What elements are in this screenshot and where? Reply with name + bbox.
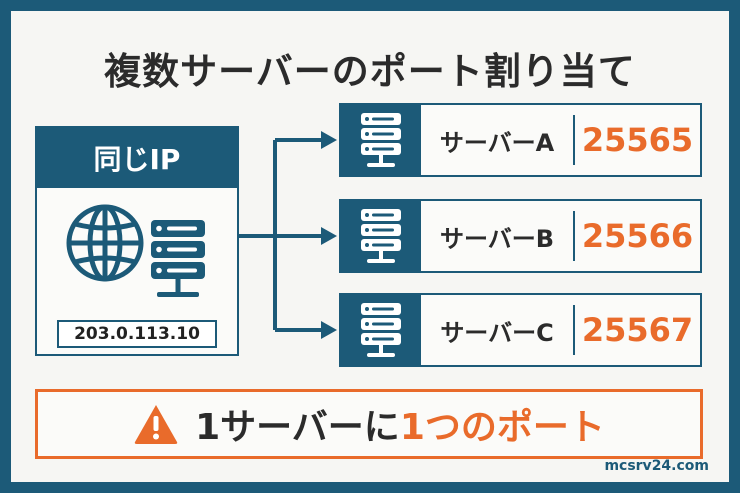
server-name: サーバーA [439, 128, 555, 157]
connector-arrows [239, 131, 337, 339]
server-row-a: サーバーA 25565 [339, 103, 702, 177]
globe-icon [66, 204, 144, 282]
source-icons [37, 190, 237, 310]
banner-text-accent: 1つのポート [399, 407, 605, 448]
page-title: 複数サーバーのポート割り当て [104, 50, 636, 93]
source-label: 同じIP [37, 128, 237, 188]
port-number: 25566 [581, 217, 694, 255]
arrow-head-a [321, 131, 337, 149]
port-number: 25565 [581, 121, 694, 159]
server-icon [151, 220, 205, 297]
server-name: サーバーB [439, 224, 555, 253]
diagram-canvas: 複数サーバーのポート割り当て 同じIP [11, 11, 729, 482]
ip-address: 203.0.113.10 [57, 320, 217, 348]
warning-icon [134, 405, 178, 444]
source-ip-box: 同じIP [35, 126, 239, 356]
divider [573, 305, 575, 355]
site-credit: mcsrv24.com [604, 458, 709, 474]
server-icon [341, 105, 421, 175]
banner-text-main: 1サーバーに [195, 407, 400, 448]
server-icon [341, 295, 421, 365]
arrow-head-b [321, 227, 337, 245]
server-name: サーバーC [440, 318, 554, 347]
divider [573, 115, 575, 165]
arrow-head-c [321, 321, 337, 339]
server-row-c: サーバーC 25567 [339, 293, 702, 367]
server-row-b: サーバーB 25566 [339, 199, 702, 273]
server-icon [341, 201, 421, 271]
port-number: 25567 [581, 311, 694, 349]
divider [573, 211, 575, 261]
